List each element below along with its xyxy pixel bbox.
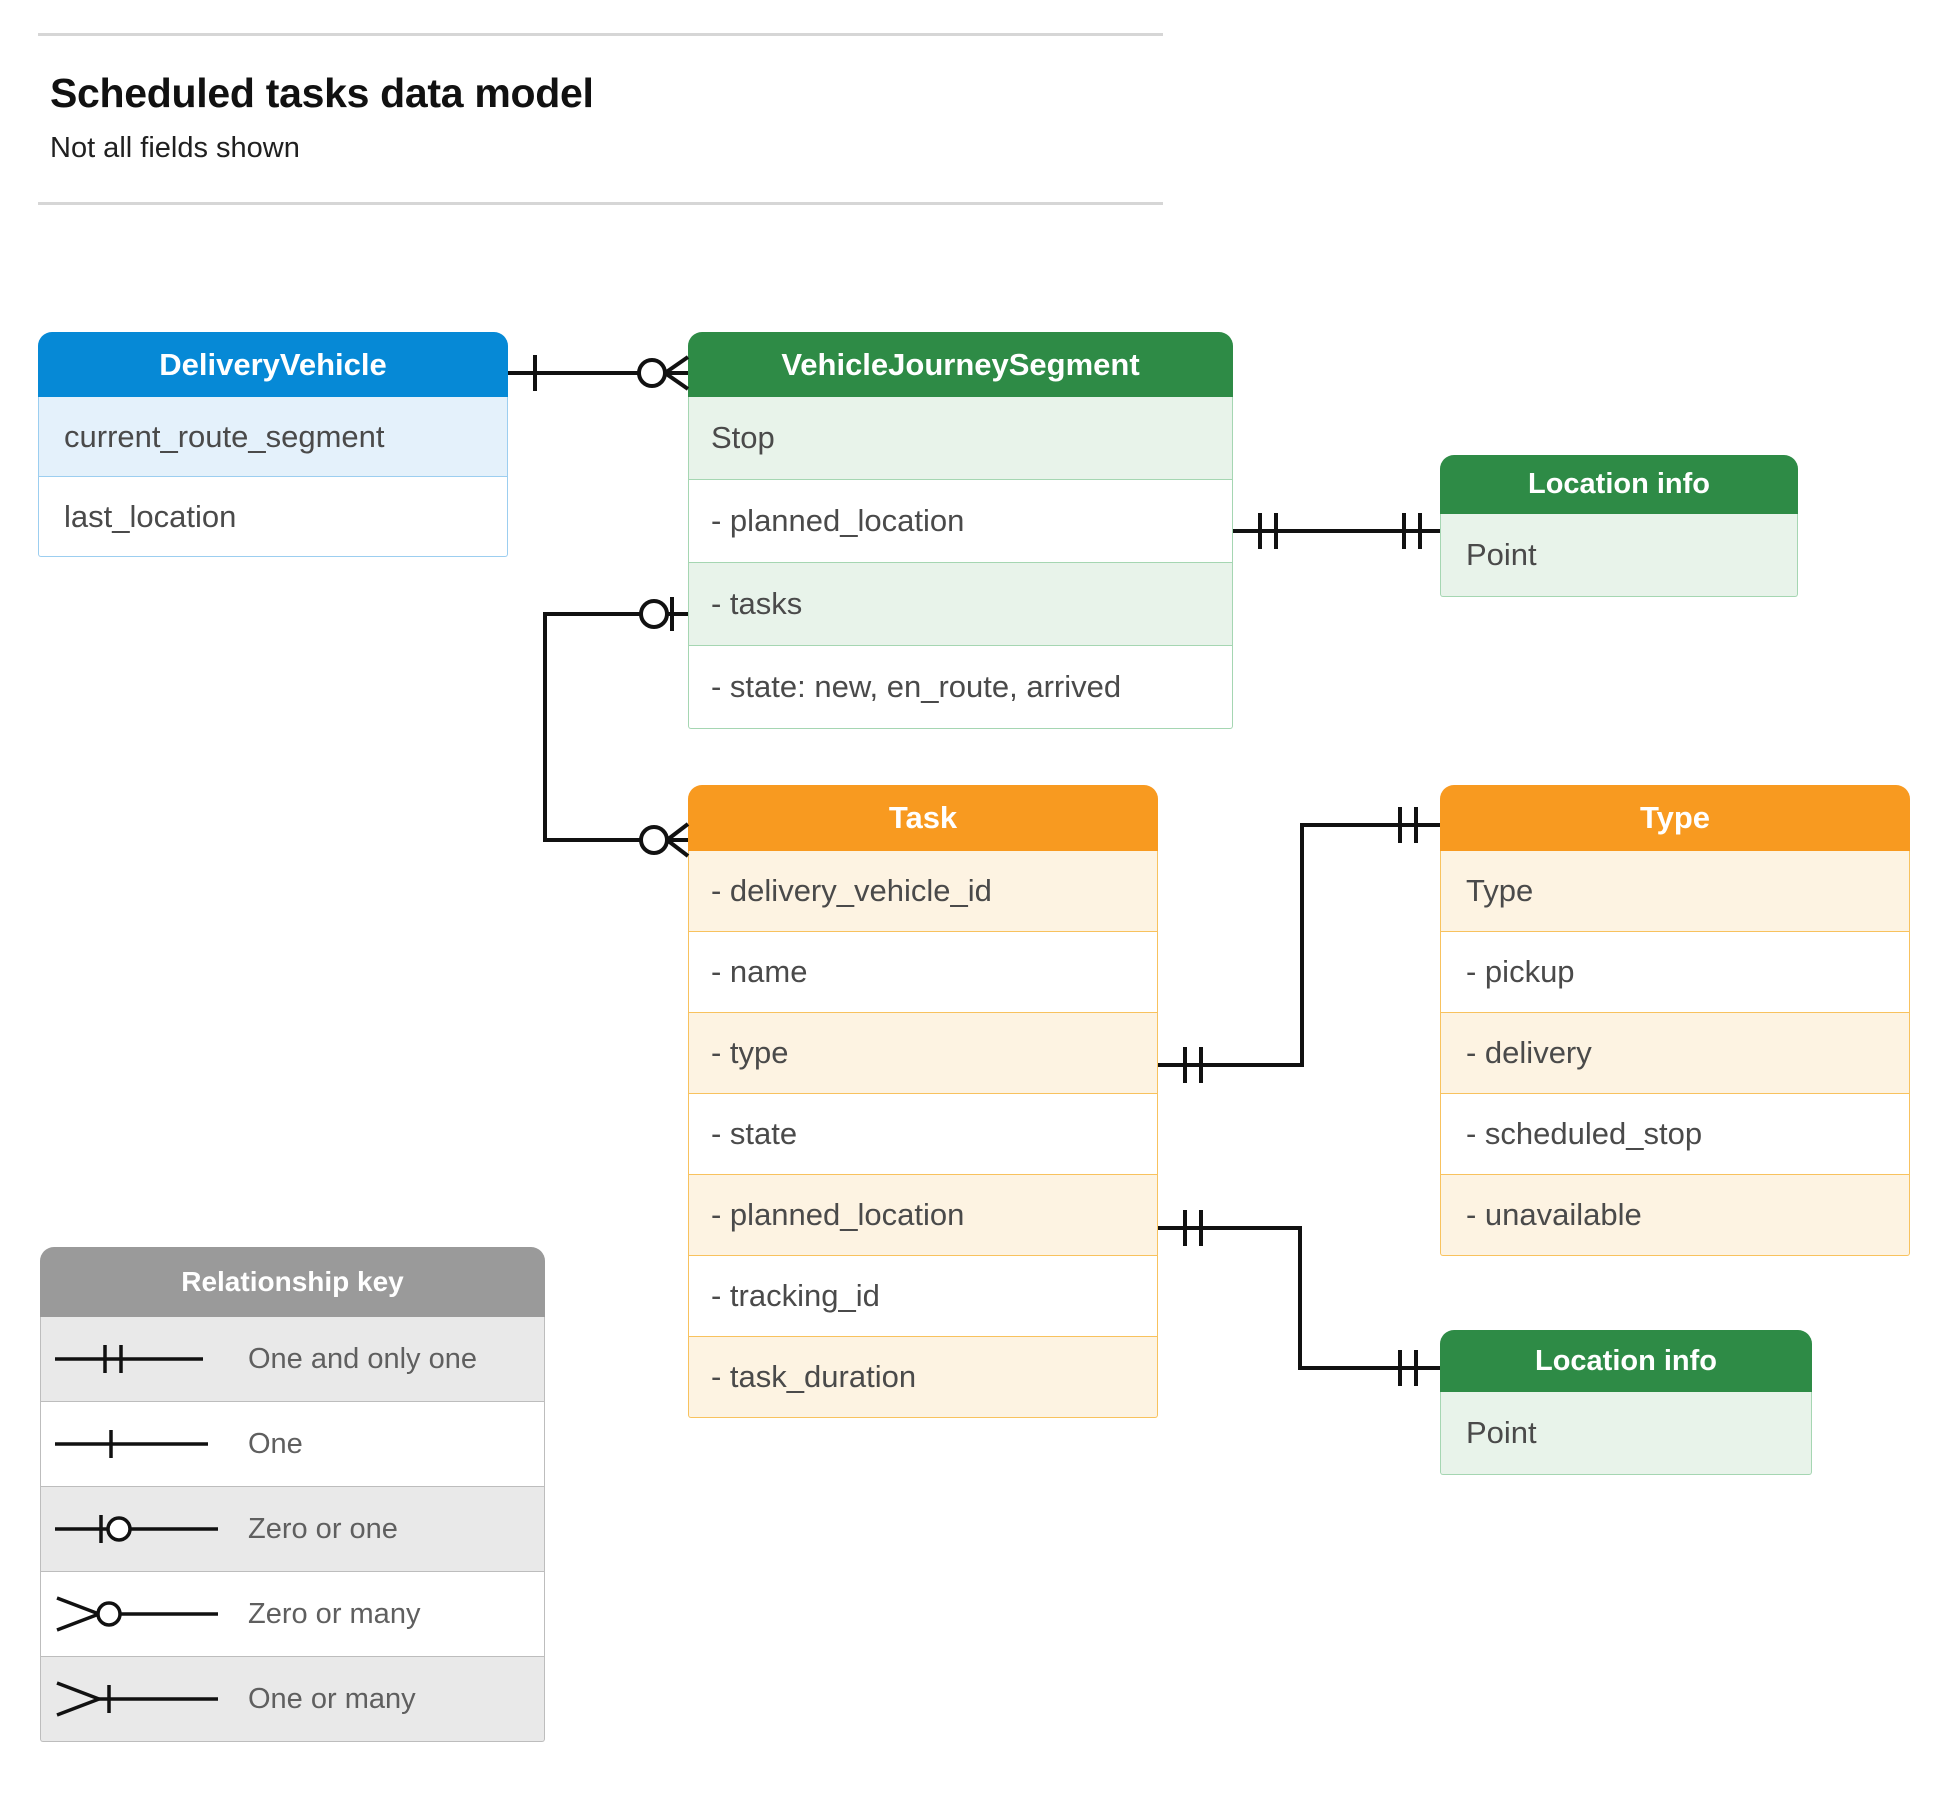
entity-task[interactable]: Task - delivery_vehicle_id - name - type…	[688, 785, 1158, 1418]
legend-item: Zero or many	[40, 1572, 545, 1657]
legend-title: Relationship key	[40, 1247, 545, 1317]
connector-journey-planned-location-to-location-info	[1233, 513, 1440, 549]
legend-item: One and only one	[40, 1317, 545, 1402]
connector-task-type-to-type	[1158, 807, 1440, 1083]
connector-delivery-vehicle-to-journey-segment	[508, 355, 690, 391]
page-subtitle: Not all fields shown	[50, 132, 300, 164]
field-row: - state	[688, 1094, 1158, 1175]
entity-title-type: Type	[1440, 785, 1910, 851]
legend-item-label: Zero or one	[248, 1512, 398, 1545]
header-divider-bottom	[38, 202, 1163, 205]
legend-item-label: One	[248, 1427, 303, 1460]
field-row: - state: new, en_route, arrived	[688, 646, 1233, 729]
field-row: - task_duration	[688, 1337, 1158, 1418]
field-row: - delivery	[1440, 1013, 1910, 1094]
legend-item: One	[40, 1402, 545, 1487]
field-row: Stop	[688, 397, 1233, 480]
zero-or-one-icon	[41, 1509, 248, 1549]
field-row: last_location	[38, 477, 508, 557]
field-row: - scheduled_stop	[1440, 1094, 1910, 1175]
zero-or-many-icon	[41, 1594, 248, 1634]
legend-item-label: One or many	[248, 1682, 416, 1715]
one-and-only-one-icon	[41, 1339, 248, 1379]
field-row: - tracking_id	[688, 1256, 1158, 1337]
entity-title-vehicle-journey-segment: VehicleJourneySegment	[688, 332, 1233, 397]
entity-type[interactable]: Type Type - pickup - delivery - schedule…	[1440, 785, 1910, 1256]
one-icon	[41, 1424, 248, 1464]
entity-title-location-info-bottom: Location info	[1440, 1330, 1812, 1392]
legend-item-label: One and only one	[248, 1342, 477, 1375]
legend-relationship-key[interactable]: Relationship key One and only one One	[40, 1247, 545, 1742]
legend-item-label: Zero or many	[248, 1597, 421, 1630]
entity-location-info-bottom[interactable]: Location info Point	[1440, 1330, 1812, 1475]
legend-item: Zero or one	[40, 1487, 545, 1572]
field-row: - name	[688, 932, 1158, 1013]
entity-title-delivery-vehicle: DeliveryVehicle	[38, 332, 508, 397]
field-row: - unavailable	[1440, 1175, 1910, 1256]
field-row: - delivery_vehicle_id	[688, 851, 1158, 932]
entity-delivery-vehicle[interactable]: DeliveryVehicle current_route_segment la…	[38, 332, 508, 557]
field-row: - type	[688, 1013, 1158, 1094]
header-divider-top	[38, 33, 1163, 36]
field-row: - tasks	[688, 563, 1233, 646]
entity-vehicle-journey-segment[interactable]: VehicleJourneySegment Stop - planned_loc…	[688, 332, 1233, 729]
field-row: Type	[1440, 851, 1910, 932]
legend-item: One or many	[40, 1657, 545, 1742]
field-row: - pickup	[1440, 932, 1910, 1013]
entity-title-location-info-top: Location info	[1440, 455, 1798, 514]
field-row: current_route_segment	[38, 397, 508, 477]
field-row: Point	[1440, 1392, 1812, 1475]
field-row: - planned_location	[688, 480, 1233, 563]
field-row: - planned_location	[688, 1175, 1158, 1256]
connector-journey-tasks-to-task	[543, 597, 690, 858]
page-title: Scheduled tasks data model	[50, 70, 594, 116]
one-or-many-icon	[41, 1679, 248, 1719]
connector-task-planned-location-to-location-info	[1158, 1210, 1440, 1386]
entity-title-task: Task	[688, 785, 1158, 851]
entity-location-info-top[interactable]: Location info Point	[1440, 455, 1798, 597]
field-row: Point	[1440, 514, 1798, 597]
